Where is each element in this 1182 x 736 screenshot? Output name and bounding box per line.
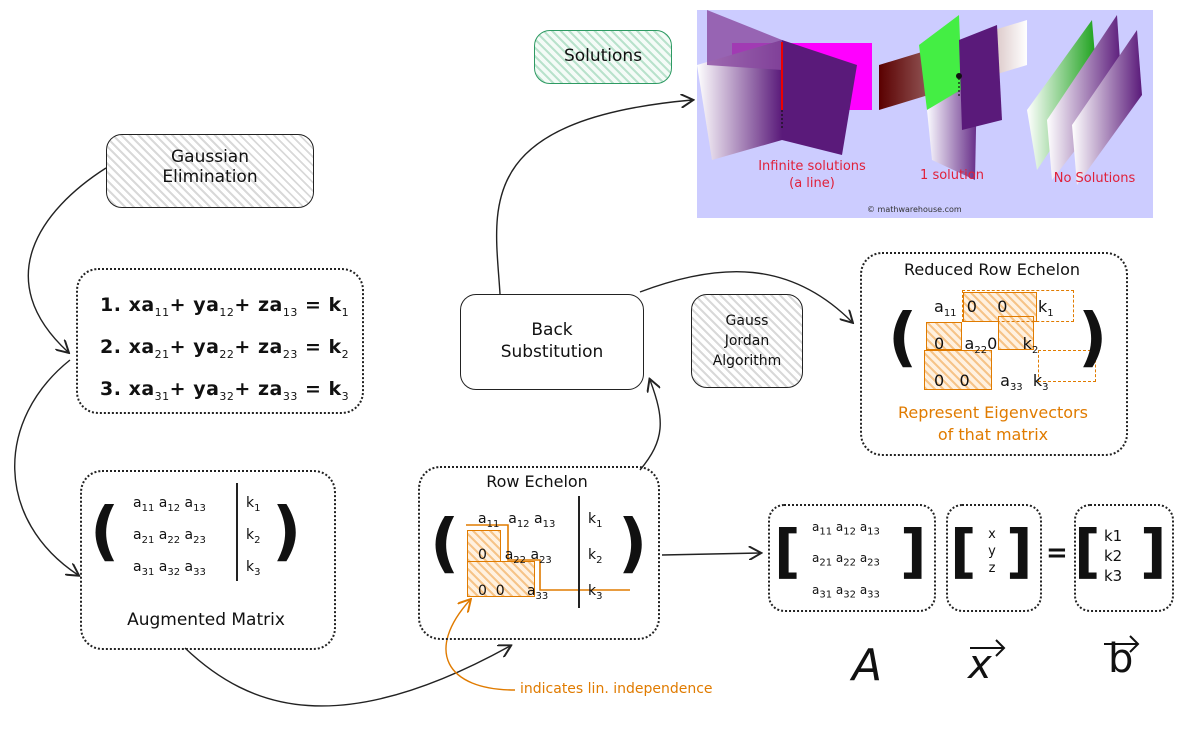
equals-sign: = — [1046, 538, 1068, 568]
vector-b-left-bracket: [ — [1074, 517, 1101, 585]
arrow-back-sub-to-solutions — [495, 100, 692, 295]
rref-dashed-row — [962, 290, 1074, 322]
image-credit: © mathwarehouse.com — [867, 205, 962, 214]
augmented-label: Augmented Matrix — [127, 610, 285, 630]
equation-list: 1. xa11+ ya12+ za13 = k1 2. xa21+ ya22+ … — [100, 288, 349, 413]
arrow-back-sub-to-rref — [639, 271, 852, 322]
rref-dashed-cell — [1038, 350, 1096, 382]
solutions-node: Solutions — [534, 30, 672, 84]
vector-b-right-bracket: ] — [1140, 517, 1167, 585]
gaussian-elimination-label: Gaussian Elimination — [162, 147, 258, 187]
gauss-jordan-node: Gauss Jordan Algorithm — [691, 294, 803, 388]
back-substitution-label: Back Substitution — [500, 320, 604, 362]
augmented-right-paren: ) — [272, 495, 302, 569]
rref-matrix-entries: a11 0 0 k1 0 a220 k2 0 0 a33 k3 — [934, 297, 1054, 394]
planes-illustration — [697, 10, 1142, 185]
equation-2: 2. xa21+ ya22+ za23 = k2 — [100, 335, 350, 361]
vector-b-box — [1074, 504, 1174, 612]
arrow-lin-independence — [445, 600, 516, 691]
gaussian-elimination-node: Gaussian Elimination — [106, 134, 314, 208]
infinite-solutions-caption: Infinite solutions (a line) — [758, 159, 866, 191]
arrow-augmented-to-row-echelon — [184, 646, 510, 707]
gauss-jordan-label: Gauss Jordan Algorithm — [712, 313, 782, 369]
augmented-matrix-entries: a11 a12 a13 a21 a22 a23 a31 a32 a33 — [133, 495, 206, 578]
row-echelon-box — [418, 466, 660, 640]
vector-x-right-bracket: ] — [1006, 517, 1033, 585]
eigenvector-note: Represent Eigenvectors of that matrix — [898, 403, 1088, 444]
row-echelon-divider — [578, 496, 582, 608]
equations-box — [76, 268, 364, 414]
back-substitution-node: Back Substitution — [460, 294, 644, 390]
label-a: A — [852, 640, 883, 691]
row-echelon-left-paren: ( — [430, 507, 460, 581]
one-solution-caption: 1 solution — [920, 168, 984, 183]
rref-left-paren: ( — [888, 301, 918, 375]
rref-right-paren: ) — [1078, 301, 1108, 375]
rref-lower-zeros — [924, 350, 992, 390]
staircase-line — [466, 524, 630, 591]
arrow-gauss-to-equations — [27, 167, 107, 352]
no-solutions-caption: No Solutions — [1053, 171, 1136, 186]
vector-arrow-x — [970, 639, 1006, 657]
matrix-a-right-bracket: ] — [900, 517, 927, 585]
rref-title: Reduced Row Echelon — [903, 260, 1081, 279]
vector-arrow-b — [1104, 635, 1140, 653]
arrow-row-echelon-to-back-sub — [639, 380, 661, 471]
label-x: x — [968, 642, 992, 688]
matrix-a-entries: a11 a12 a13 a21 a22 a23 a31 a32 a33 — [812, 520, 880, 601]
row-echelon-zero-pair — [467, 561, 535, 597]
vector-x-left-bracket: [ — [950, 517, 977, 585]
solutions-label: Solutions — [563, 46, 643, 66]
row-echelon-title: Row Echelon — [486, 472, 588, 491]
solutions-image: Infinite solutions (a line) 1 solution N… — [697, 10, 1153, 218]
rref-zero-cell — [926, 322, 962, 350]
equation-3: 3. xa31+ ya32+ za33 = k3 — [100, 377, 350, 403]
augmented-box — [80, 470, 336, 650]
matrix-a-left-bracket: [ — [774, 517, 801, 585]
arrow-row-echelon-to-axb — [661, 553, 760, 555]
linear-independence-note: indicates lin. independence — [520, 681, 713, 697]
augmented-divider — [236, 483, 240, 581]
vector-x-box — [946, 504, 1042, 612]
rref-box — [860, 252, 1128, 456]
label-b: b — [1108, 636, 1134, 682]
row-echelon-right-paren: ) — [618, 507, 648, 581]
row-echelon-entries: a11 a12 a13 0 a22 a23 0 0 a33 — [478, 511, 556, 602]
equation-1: 1. xa11+ ya12+ za13 = k1 — [100, 294, 350, 319]
matrix-a-box — [768, 504, 936, 612]
arrow-equations-to-augmented — [14, 359, 78, 575]
augmented-left-paren: ( — [90, 495, 120, 569]
